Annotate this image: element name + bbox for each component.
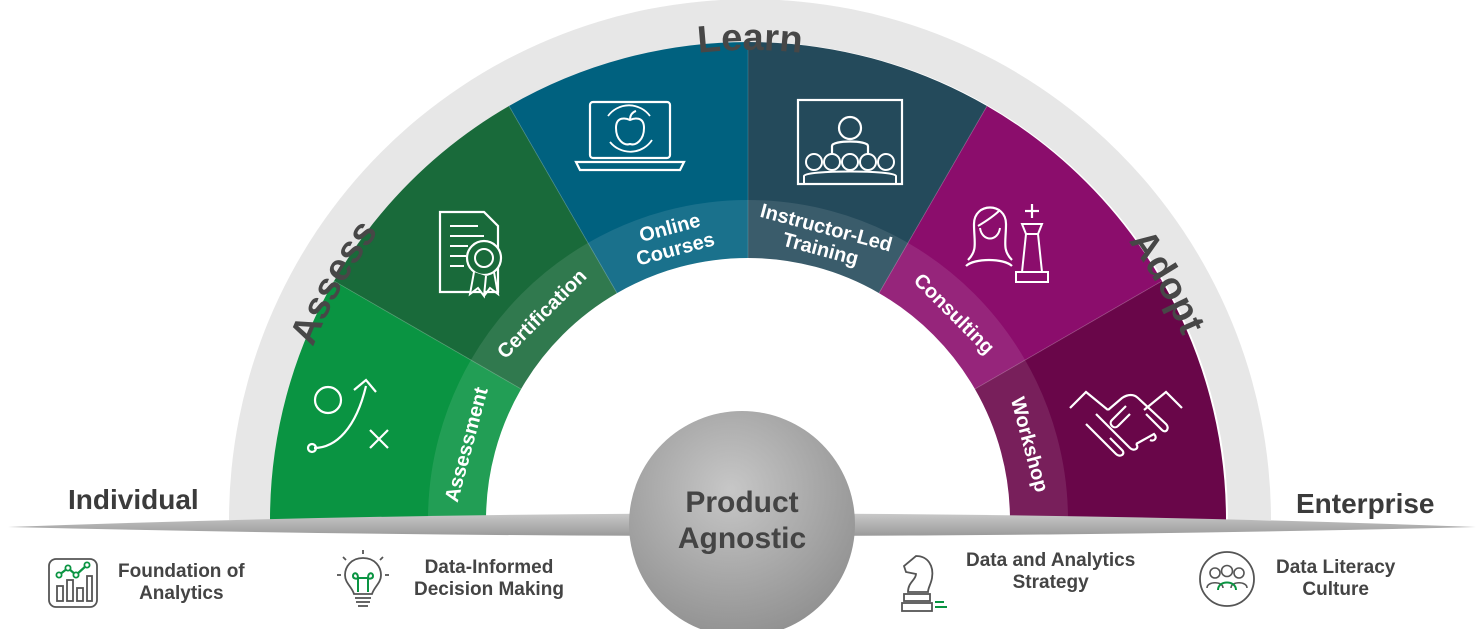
arc-label-learn: Learn (696, 17, 805, 62)
people-group-icon (1199, 551, 1255, 607)
segment-band-3 (588, 200, 748, 294)
segment-divider (878, 105, 988, 294)
pillar-culture: Data Literacy Culture (1198, 550, 1395, 608)
pillar-foundation-line1: Foundation of (118, 561, 245, 582)
segment-band-1 (428, 360, 522, 520)
segment-band-4 (748, 200, 908, 294)
pillar-strategy-line1: Data and Analytics (966, 550, 1136, 571)
lightbulb-icon (337, 550, 389, 607)
segment-band-6 (974, 360, 1068, 520)
pillar-decision-making: Data-Informed Decision Making (336, 548, 564, 610)
pillar-foundation-line2: Analytics (139, 583, 224, 604)
pillar-strategy-text: Data and Analytics Strategy (966, 550, 1135, 594)
strategy-play-icon (306, 378, 389, 454)
pillar-culture-line2: Culture (1302, 579, 1369, 600)
pillar-strategy: Data and Analytics Strategy (894, 550, 1135, 614)
bar-chart-icon (48, 558, 98, 608)
segment-band-5 (879, 242, 1026, 389)
chess-knight-icon (901, 555, 947, 612)
pillar-strategy-line2: Strategy (1012, 572, 1089, 593)
product-agnostic-hub (629, 411, 855, 629)
handshake-icon (1069, 390, 1183, 457)
segment-divider (508, 105, 618, 294)
pillar-culture-text: Data Literacy Culture (1276, 557, 1395, 601)
hub-line-2: Agnostic (678, 522, 806, 555)
certificate-icon (438, 210, 503, 299)
end-label-enterprise: Enterprise (1296, 488, 1435, 519)
segment-5 (879, 106, 1162, 389)
consultant-chess-icon (965, 204, 1049, 283)
pillar-decision-making-text: Data-Informed Decision Making (414, 557, 564, 601)
pillar-culture-line1: Data Literacy (1276, 557, 1396, 578)
laptop-apple-icon (574, 100, 686, 172)
pillar-foundation: Foundation of Analytics (46, 556, 245, 610)
pillar-foundation-text: Foundation of Analytics (118, 561, 245, 605)
hub-line-1: Product (685, 486, 798, 519)
segment-divider (974, 280, 1163, 390)
segment-divider (333, 280, 522, 390)
end-label-individual: Individual (68, 484, 199, 515)
segment-1 (270, 281, 522, 520)
segment-band-2 (470, 242, 617, 389)
segment-3 (509, 41, 748, 294)
pillar-decision-line1: Data-Informed (424, 557, 554, 578)
segment-6 (974, 281, 1226, 520)
segment-icons (306, 98, 1183, 457)
classroom-presenter-icon (796, 98, 904, 186)
segment-wedges (270, 41, 1226, 520)
pillar-decision-line2: Decision Making (414, 579, 564, 600)
